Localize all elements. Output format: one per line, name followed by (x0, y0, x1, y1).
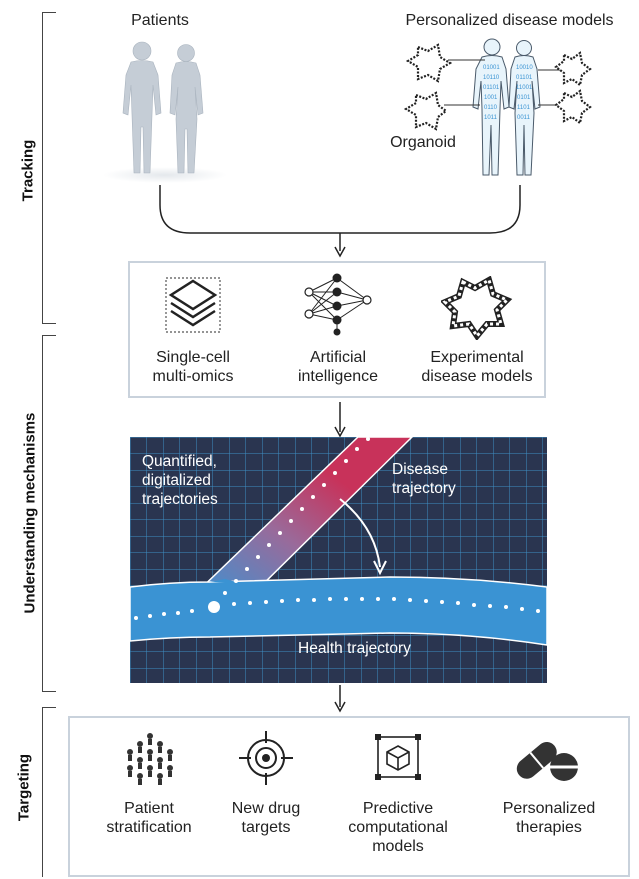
neural-network-icon (304, 273, 372, 336)
svg-text:0011: 0011 (517, 115, 531, 121)
patients-label: Patients (131, 12, 189, 29)
layers-icon (165, 277, 221, 333)
quantified-trajectories-label: Quantified, digitalized trajectories (142, 453, 218, 508)
targeting-bracket (42, 707, 56, 877)
svg-text:10110: 10110 (483, 75, 500, 81)
svg-text:10010: 10010 (516, 65, 533, 71)
people-group-icon (127, 733, 173, 785)
tracking-bracket (42, 12, 56, 324)
organoid-icon (441, 276, 513, 340)
personalized-models-label: Personalized disease models (405, 12, 614, 29)
svg-text:01101: 01101 (516, 75, 533, 81)
svg-text:1011: 1011 (484, 115, 498, 121)
svg-text:0101: 0101 (517, 95, 531, 101)
svg-text:01001: 01001 (483, 65, 500, 71)
convergence-arrow (159, 185, 521, 258)
organoid-label: Organoid (390, 134, 456, 151)
computational-model-icon (375, 734, 421, 780)
arrow-down-2 (334, 685, 346, 713)
pill-icon (516, 742, 578, 781)
health-trajectory-label: Health trajectory (298, 640, 411, 657)
svg-text:0110: 0110 (484, 105, 498, 111)
digital-twin-illustration: 01001 10110 01101 1001 0110 1011 10010 01101 1… (403, 38, 592, 176)
svg-text:01101: 01101 (483, 85, 500, 91)
section-label-targeting: Targeting (15, 753, 33, 822)
svg-text:1001: 1001 (484, 95, 498, 101)
section-label-tracking: Tracking (19, 139, 37, 202)
trajectory-panel (130, 437, 547, 683)
disease-trajectory-label: Disease trajectory (392, 461, 456, 497)
svg-text:11001: 11001 (516, 85, 533, 91)
patients-illustration (103, 41, 227, 183)
section-label-understanding: Understanding mechanisms (21, 412, 39, 614)
arrow-down-1 (334, 402, 346, 438)
svg-text:1101: 1101 (517, 105, 531, 111)
target-icon (239, 731, 293, 785)
understanding-bracket (42, 335, 56, 692)
